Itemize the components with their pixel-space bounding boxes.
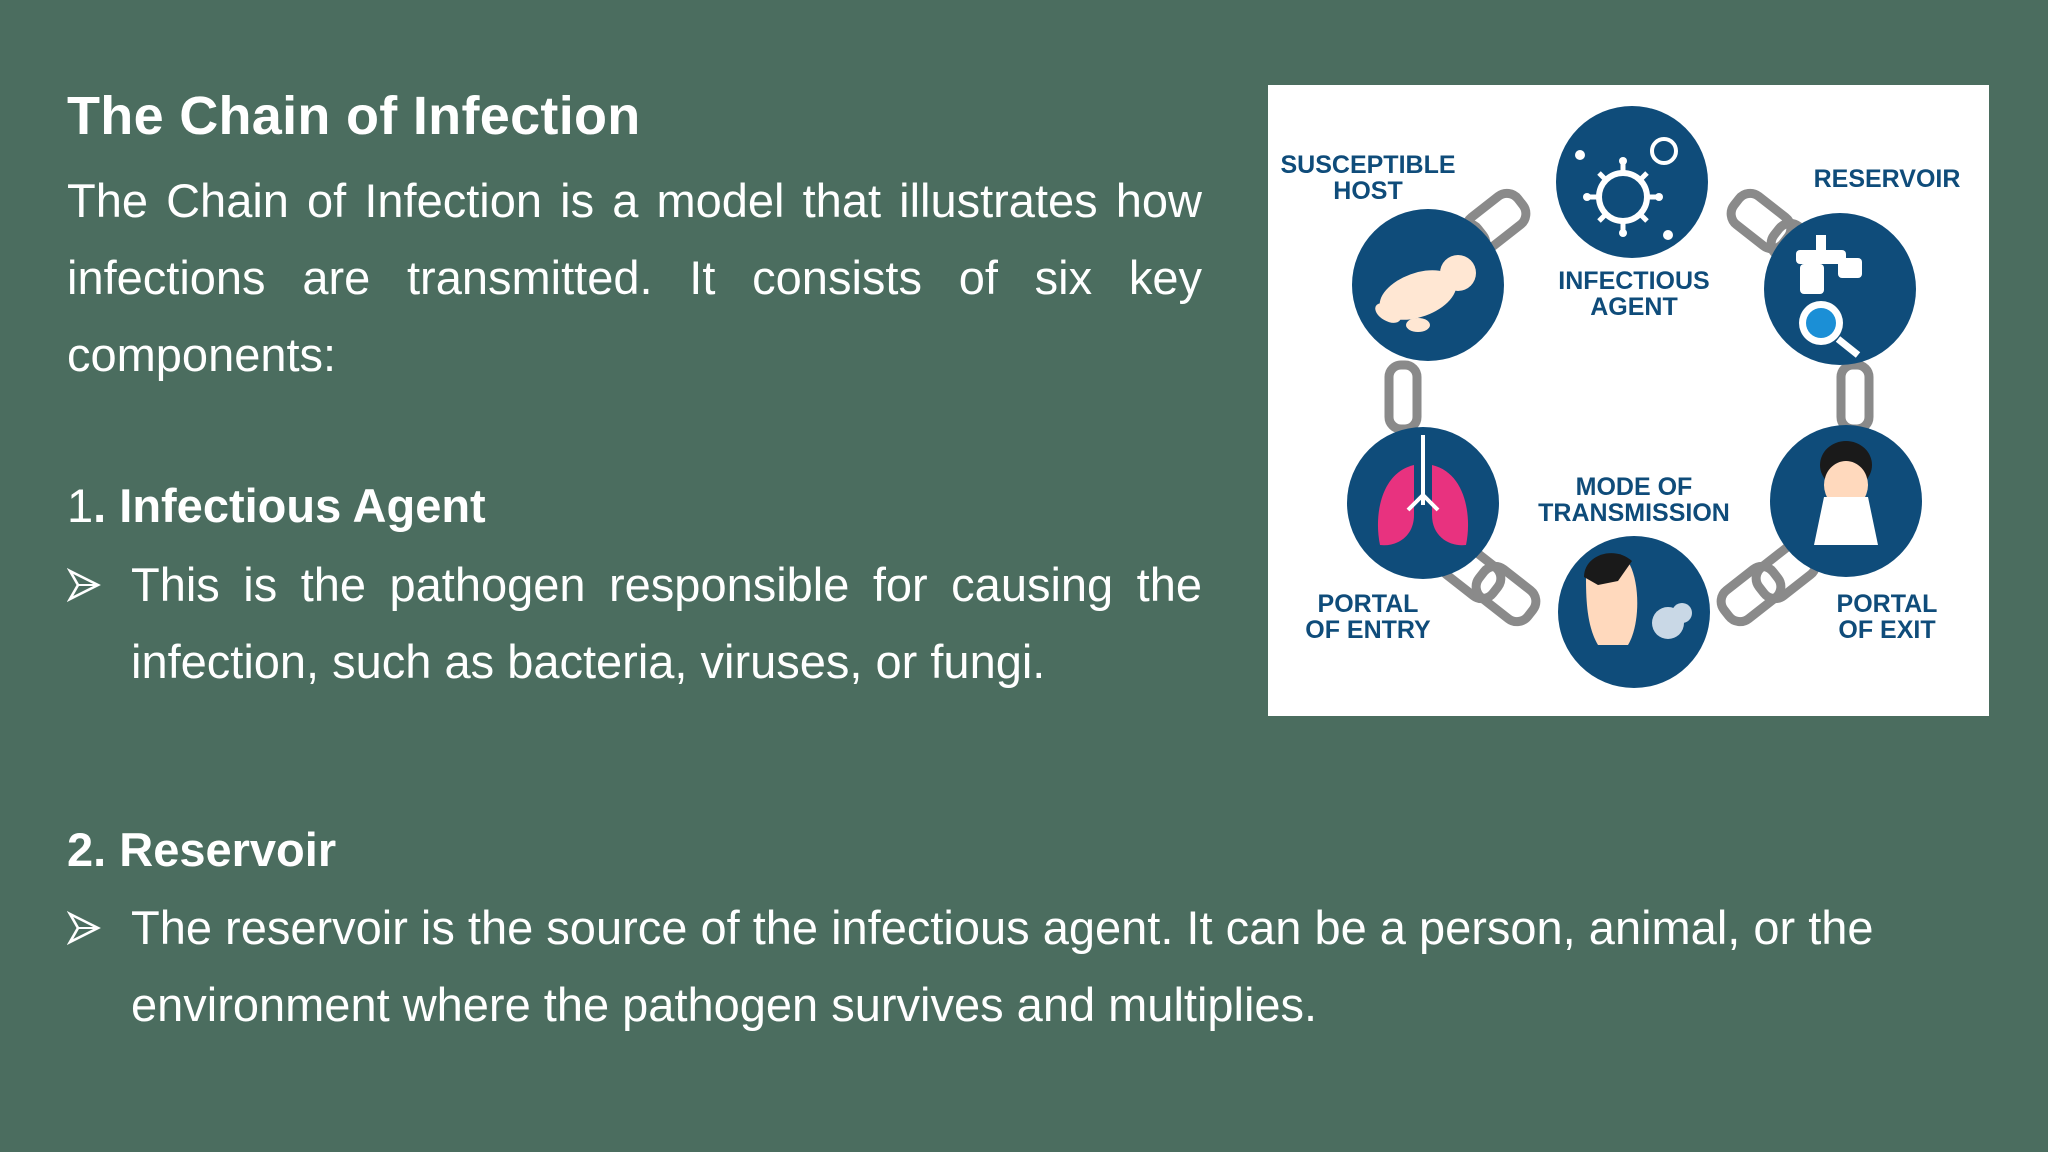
- chain-diagram-svg: SUSCEPTIBLE HOST INFECTIOUS AGENT RESERV…: [1280, 106, 1961, 688]
- faucet-icon: [1796, 235, 1862, 294]
- section-heading-infectious-agent: 1. Infectious Agent: [67, 476, 486, 536]
- slide-title: The Chain of Infection: [67, 86, 641, 146]
- label-mode-line1: MODE OF: [1576, 473, 1693, 501]
- susceptible-host-node: [1352, 209, 1504, 361]
- virus-icon: [1575, 137, 1678, 240]
- label-portal-entry-line2: OF ENTRY: [1305, 616, 1431, 644]
- bullet-text: The reservoir is the source of the infec…: [131, 901, 1874, 1031]
- label-portal-exit-line1: PORTAL: [1837, 590, 1938, 618]
- bullet-infectious-agent: This is the pathogen responsible for cau…: [67, 546, 1202, 700]
- chain-of-infection-diagram: SUSCEPTIBLE HOST INFECTIOUS AGENT RESERV…: [1268, 85, 1989, 716]
- bullet-reservoir: The reservoir is the source of the infec…: [67, 889, 1967, 1043]
- section-heading-reservoir: 2. Reservoir: [67, 820, 336, 880]
- label-infectious-agent-line1: INFECTIOUS: [1558, 267, 1709, 295]
- infectious-agent-node: [1556, 106, 1708, 258]
- section-label: Infectious Agent: [119, 479, 486, 532]
- intro-paragraph: The Chain of Infection is a model that i…: [67, 174, 1202, 381]
- section-number: 1: [67, 479, 94, 532]
- baby-icon: [1375, 255, 1476, 332]
- mode-of-transmission-node: [1558, 536, 1710, 688]
- portal-of-entry-node: [1347, 427, 1499, 579]
- label-mode-line2: TRANSMISSION: [1538, 499, 1730, 527]
- coughing-person-icon: [1584, 553, 1692, 645]
- label-portal-entry-line1: PORTAL: [1318, 590, 1419, 618]
- portal-of-exit-node: [1770, 425, 1922, 577]
- section-label: Reservoir: [119, 823, 337, 876]
- section-number: 2.: [67, 823, 120, 876]
- label-susceptible-host-line1: SUSCEPTIBLE: [1280, 151, 1455, 179]
- lungs-icon: [1377, 435, 1469, 546]
- arrow-bullet-icon: [67, 546, 131, 623]
- reservoir-node: [1764, 213, 1916, 365]
- label-reservoir: RESERVOIR: [1814, 165, 1961, 193]
- section-number-suffix: .: [93, 479, 120, 532]
- magnifier-icon: [1799, 301, 1861, 358]
- label-portal-exit-line2: OF EXIT: [1838, 616, 1935, 644]
- label-infectious-agent-line2: AGENT: [1590, 293, 1678, 321]
- sneezing-person-icon: [1814, 441, 1878, 545]
- label-susceptible-host-line2: HOST: [1333, 177, 1402, 205]
- bullet-text: This is the pathogen responsible for cau…: [131, 558, 1202, 688]
- arrow-bullet-icon: [67, 889, 131, 966]
